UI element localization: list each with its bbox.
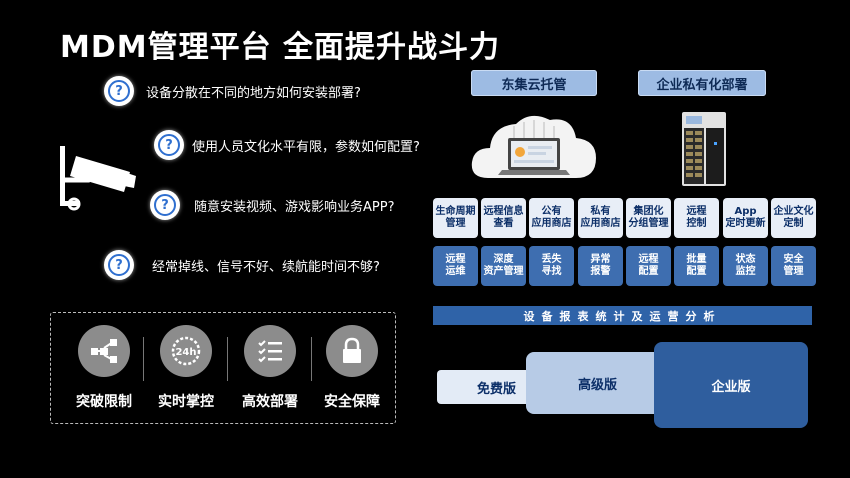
module-label: App 定时更新 [725, 206, 766, 229]
plan-label: 高级版 [578, 377, 618, 393]
module-tile: 公有 应用商店 [529, 198, 574, 238]
module-tile: 丢失 寻找 [529, 246, 574, 286]
module-label: 状态 监控 [735, 254, 756, 277]
module-label: 安全 管理 [783, 254, 804, 277]
plan-enterprise: 企业版 [654, 342, 808, 428]
module-label: 丢失 寻找 [541, 254, 562, 277]
module-label: 远程 运维 [445, 254, 466, 277]
module-tile: 远程 控制 [674, 198, 719, 238]
module-label: 深度 资产管理 [483, 254, 524, 277]
question-text: 经常掉线、信号不好、续航能时间不够? [152, 259, 380, 275]
module-tile: 生命周期 管理 [433, 198, 478, 238]
module-label: 集团化 分组管理 [628, 206, 669, 229]
module-label: 远程 配置 [638, 254, 659, 277]
module-label: 公有 应用商店 [531, 206, 572, 229]
cloud-hosting-label: 东集云托管 [471, 70, 597, 96]
question-item: ? 使用人员文化水平有限，参数如何配置? [154, 130, 420, 160]
module-label: 远程信息 查看 [483, 206, 524, 229]
divider [227, 337, 228, 381]
module-tile: App 定时更新 [723, 198, 768, 238]
question-icon: ? [150, 190, 180, 220]
plan-label: 免费版 [477, 381, 517, 397]
feature-label: 突破限制 [76, 394, 132, 410]
plan-advanced: 高级版 [526, 352, 676, 414]
module-label: 批量 配置 [686, 254, 707, 277]
module-tile: 集团化 分组管理 [626, 198, 671, 238]
module-label: 异常 报警 [590, 254, 611, 277]
features-panel: 突破限制 24h 实时掌控 高效部署 安全保障 [50, 312, 396, 424]
feature-label: 安全保障 [324, 394, 380, 410]
lock-icon [326, 325, 378, 377]
clock-24h-icon: 24h [160, 325, 212, 377]
svg-text:24h: 24h [175, 347, 196, 358]
module-tile: 远程 配置 [626, 246, 671, 286]
module-label: 生命周期 管理 [435, 206, 476, 229]
module-tile: 远程信息 查看 [481, 198, 526, 238]
feature-item: 突破限制 [69, 325, 139, 411]
module-label: 私有 应用商店 [580, 206, 621, 229]
feature-label: 实时掌控 [158, 394, 214, 410]
checklist-icon [244, 325, 296, 377]
question-text: 随意安装视频、游戏影响业务APP? [194, 199, 395, 215]
module-tile: 异常 报警 [578, 246, 623, 286]
module-label: 企业文化 定制 [773, 206, 814, 229]
module-tile: 深度 资产管理 [481, 246, 526, 286]
feature-item: 高效部署 [235, 325, 305, 411]
question-item: ? 随意安装视频、游戏影响业务APP? [150, 190, 394, 220]
surveillance-camera-icon [60, 146, 136, 211]
feature-item: 安全保障 [317, 325, 387, 411]
question-item: ? 经常掉线、信号不好、续航能时间不够? [104, 250, 380, 280]
cloud-laptop-icon [471, 115, 596, 178]
feature-item: 24h 实时掌控 [151, 325, 221, 411]
divider [311, 337, 312, 381]
analytics-bar: 设备报表统计及运营分析 [433, 306, 812, 325]
question-icon: ? [104, 76, 134, 106]
private-deployment-label: 企业私有化部署 [638, 70, 766, 96]
question-item: ? 设备分散在不同的地方如何安装部署? [104, 76, 361, 106]
page-title: MDM管理平台 全面提升战斗力 [60, 30, 501, 65]
module-tile: 企业文化 定制 [771, 198, 816, 238]
question-text: 设备分散在不同的地方如何安装部署? [146, 85, 361, 101]
question-text: 使用人员文化水平有限，参数如何配置? [192, 139, 420, 155]
question-icon: ? [104, 250, 134, 280]
module-tile: 远程 运维 [433, 246, 478, 286]
module-tile: 安全 管理 [771, 246, 816, 286]
module-label: 远程 控制 [686, 206, 707, 229]
feature-label: 高效部署 [242, 394, 298, 410]
module-tile: 私有 应用商店 [578, 198, 623, 238]
module-tile: 状态 监控 [723, 246, 768, 286]
module-tile: 批量 配置 [674, 246, 719, 286]
server-icon [682, 112, 726, 186]
divider [143, 337, 144, 381]
question-icon: ? [154, 130, 184, 160]
plan-label: 企业版 [711, 379, 751, 395]
share-network-icon [78, 325, 130, 377]
